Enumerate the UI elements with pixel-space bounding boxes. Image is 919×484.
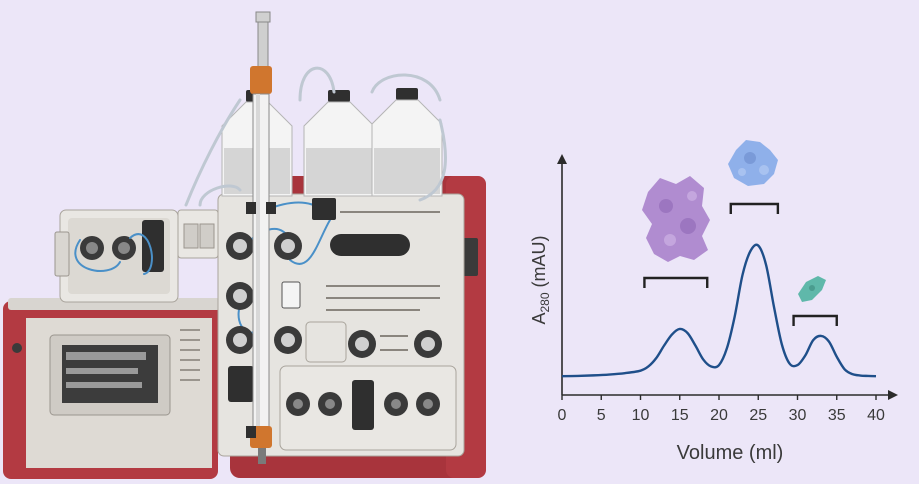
x-tick-label: 25 — [749, 407, 767, 424]
fraction-collector — [3, 298, 220, 479]
y-axis-label-main: A — [529, 313, 549, 325]
bottle-icon — [371, 88, 443, 197]
x-tick-group — [561, 395, 877, 400]
y-axis-label-unit: (mAU) — [529, 235, 549, 292]
peak-bracket — [792, 314, 838, 326]
column-icon — [246, 11, 276, 464]
protein-large-icon — [642, 176, 710, 262]
pump-icon — [226, 232, 442, 358]
bottle-icon — [303, 90, 375, 197]
x-tick-label: 0 — [558, 407, 567, 424]
x-tick-label: 5 — [597, 407, 606, 424]
x-axis-label: Volume (ml) — [677, 442, 784, 464]
protein-medium-icon — [728, 140, 778, 186]
y-axis-arrow — [557, 154, 567, 164]
peak-bracket — [729, 202, 780, 214]
x-tick-label: 40 — [867, 407, 885, 424]
y-axis-label: A280 (mAU) — [529, 235, 552, 324]
y-axis-label-subscript: 280 — [538, 292, 552, 312]
sample-pump-module — [54, 209, 179, 303]
x-tick-label-group: 0 5 10 15 20 25 30 35 40 — [558, 407, 885, 424]
x-tick-label: 30 — [789, 407, 807, 424]
peak-bracket — [643, 276, 709, 288]
x-tick-label: 35 — [828, 407, 846, 424]
x-axis-arrow — [888, 390, 898, 400]
x-tick-label: 10 — [632, 407, 650, 424]
x-tick-label: 20 — [710, 407, 728, 424]
x-tick-label: 15 — [671, 407, 689, 424]
valve-module — [177, 209, 219, 259]
chromatography-system-icon — [3, 11, 486, 479]
chromatogram-chart: 0 5 10 15 20 25 30 35 40 Volume (ml) A280 (mAU) — [529, 140, 898, 464]
peak-bracket-group — [643, 202, 838, 326]
series-line — [561, 243, 877, 378]
protein-small-icon — [798, 276, 826, 302]
